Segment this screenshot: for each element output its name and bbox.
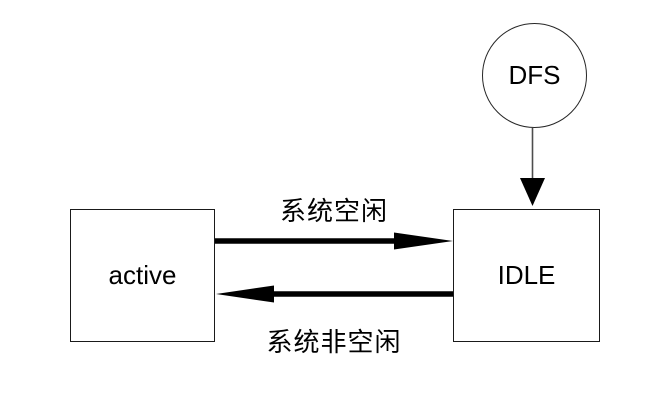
node-dfs: DFS <box>482 23 587 128</box>
node-active: active <box>70 209 215 342</box>
edge-label-system-not-idle: 系统非空闲 <box>266 327 402 357</box>
node-idle: IDLE <box>453 209 600 342</box>
edge-label-system-idle: 系统空闲 <box>279 196 388 226</box>
node-idle-label: IDLE <box>497 260 556 290</box>
node-dfs-label: DFS <box>508 60 561 90</box>
arrow-right-icon <box>394 232 453 250</box>
node-active-label: active <box>108 260 177 290</box>
edge-dfs-to-idle <box>520 128 545 206</box>
edge-idle-to-active <box>216 285 453 303</box>
edge-active-to-idle <box>215 232 453 250</box>
arrow-down-icon <box>520 178 545 206</box>
arrow-left-icon <box>216 285 274 303</box>
